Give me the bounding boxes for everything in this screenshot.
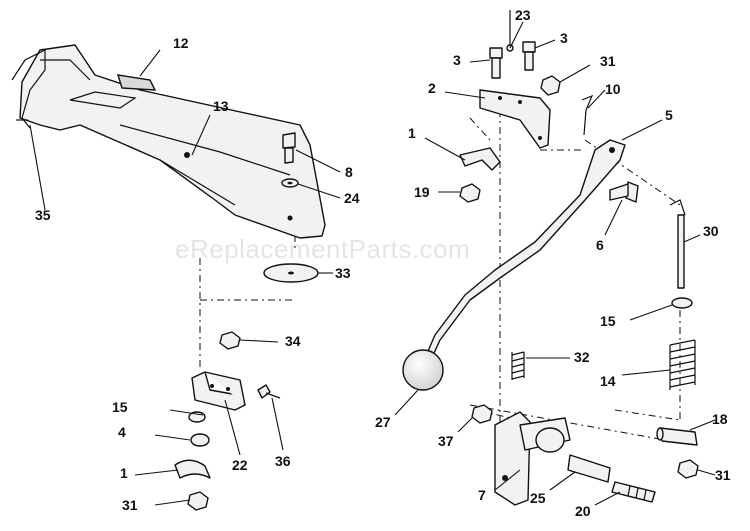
label-18: 18: [712, 411, 728, 427]
part-3-bolt-right: [522, 41, 536, 71]
watermark: eReplacementParts.com: [175, 234, 470, 264]
part-30-rod: [669, 199, 686, 289]
label-25: 25: [530, 490, 546, 506]
part-37-nut: [471, 404, 493, 424]
part-15-washer-right: [671, 297, 693, 309]
label-35: 35: [35, 207, 51, 223]
part-35-rod: [11, 49, 46, 129]
part-13-lever-plate: [19, 44, 326, 239]
label-7: 7: [478, 487, 486, 503]
label-5: 5: [665, 107, 673, 123]
part-2-bracket: [479, 89, 551, 149]
label-20: 20: [575, 503, 591, 519]
part-5-control-lever: [424, 139, 626, 363]
label-12: 12: [173, 35, 189, 51]
label-30: 30: [703, 223, 719, 239]
part-1-clip-left: [174, 459, 211, 479]
label-22: 22: [232, 457, 248, 473]
part-10-cotter-pin: [581, 94, 594, 136]
label-37: 37: [438, 433, 454, 449]
part-7-pivot-bracket: [494, 411, 571, 506]
part-22-bracket: [191, 371, 246, 411]
part-19-nut: [459, 183, 481, 203]
label-31-top: 31: [600, 53, 616, 69]
part-36-bolt: [257, 384, 281, 399]
part-32-spring: [511, 351, 525, 380]
label-10: 10: [605, 81, 621, 97]
part-3-bolt-left: [489, 47, 503, 79]
label-27: 27: [375, 414, 391, 430]
label-23: 23: [515, 7, 531, 23]
label-32: 32: [574, 349, 590, 365]
label-14: 14: [600, 373, 616, 389]
label-13: 13: [213, 98, 229, 114]
label-6: 6: [596, 237, 604, 253]
label-2: 2: [428, 80, 436, 96]
part-27-knob: [402, 349, 444, 391]
part-20-bolt: [611, 481, 656, 503]
label-31-left: 31: [122, 497, 138, 513]
part-24-washer: [281, 178, 299, 188]
label-3-right: 3: [560, 30, 568, 46]
label-33: 33: [335, 265, 351, 281]
part-labels: 12 13 8 24 33 35 34 15 4 1 31 22 36 23 3…: [35, 7, 731, 519]
label-34: 34: [285, 333, 301, 349]
part-12-grip-pad: [117, 74, 157, 91]
part-8-bolt: [282, 132, 296, 164]
part-4-spacer-left: [190, 433, 210, 447]
label-15-left: 15: [112, 399, 128, 415]
label-4: 4: [118, 424, 126, 440]
label-19: 19: [414, 184, 430, 200]
part-31-nut-top: [540, 75, 561, 96]
label-8: 8: [345, 164, 353, 180]
label-15-right: 15: [600, 313, 616, 329]
part-25-spacer: [567, 454, 611, 483]
part-14-spring: [669, 339, 696, 390]
part-33-pad: [263, 263, 319, 283]
label-24: 24: [344, 190, 360, 206]
label-1-left: 1: [120, 465, 128, 481]
part-6-bolt: [609, 181, 639, 203]
label-36: 36: [275, 453, 291, 469]
label-1-right: 1: [408, 125, 416, 141]
part-31-nut-left: [187, 491, 209, 511]
label-31-right: 31: [715, 467, 731, 483]
label-3-left: 3: [453, 52, 461, 68]
leader-lines: [29, 21, 716, 506]
part-34-nut: [219, 331, 241, 350]
part-1-clip-right: [459, 147, 501, 171]
part-31-nut-right: [677, 459, 699, 479]
part-18-shaft: [656, 427, 698, 446]
